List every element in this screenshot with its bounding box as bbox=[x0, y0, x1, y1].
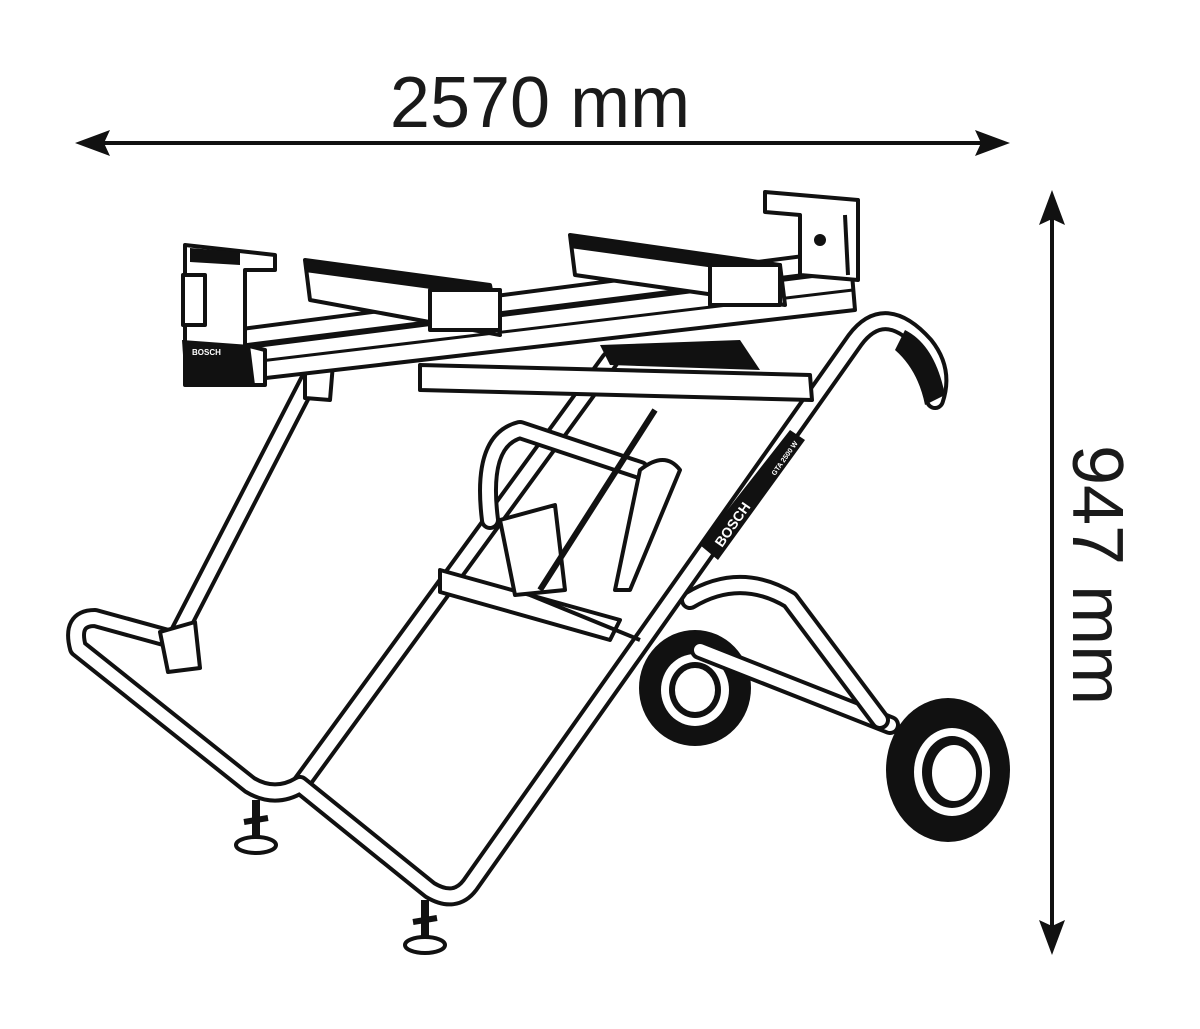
height-dimension: 947 mm bbox=[1039, 190, 1137, 955]
arrow-right-icon bbox=[975, 130, 1010, 156]
leg-bracket bbox=[158, 620, 202, 674]
mounting-bracket-left bbox=[303, 258, 502, 337]
height-label: 947 mm bbox=[1057, 445, 1137, 705]
wheel-front bbox=[886, 698, 1010, 842]
mounting-bracket-right bbox=[568, 233, 787, 307]
handle-grip bbox=[895, 330, 945, 405]
arrow-down-icon bbox=[1039, 920, 1065, 955]
width-dimension: 2570 mm bbox=[75, 63, 1010, 156]
end-stop-brand: BOSCH bbox=[192, 348, 221, 357]
lower-tray bbox=[438, 568, 622, 642]
pivot-bracket bbox=[613, 458, 682, 592]
leveling-foot-right bbox=[403, 900, 447, 955]
miter-saw-stand: BOSCH GTA 2500 W Professional bbox=[66, 190, 1010, 955]
arrow-up-icon bbox=[1039, 190, 1065, 225]
leveling-foot-left bbox=[234, 800, 278, 855]
frame-label-band bbox=[700, 430, 805, 560]
cross-bar bbox=[418, 363, 814, 402]
height-adjust-lever bbox=[498, 503, 567, 597]
end-support-left: BOSCH bbox=[181, 243, 277, 387]
width-label: 2570 mm bbox=[390, 63, 690, 143]
end-support-right bbox=[763, 190, 860, 282]
arrow-left-icon bbox=[75, 130, 110, 156]
